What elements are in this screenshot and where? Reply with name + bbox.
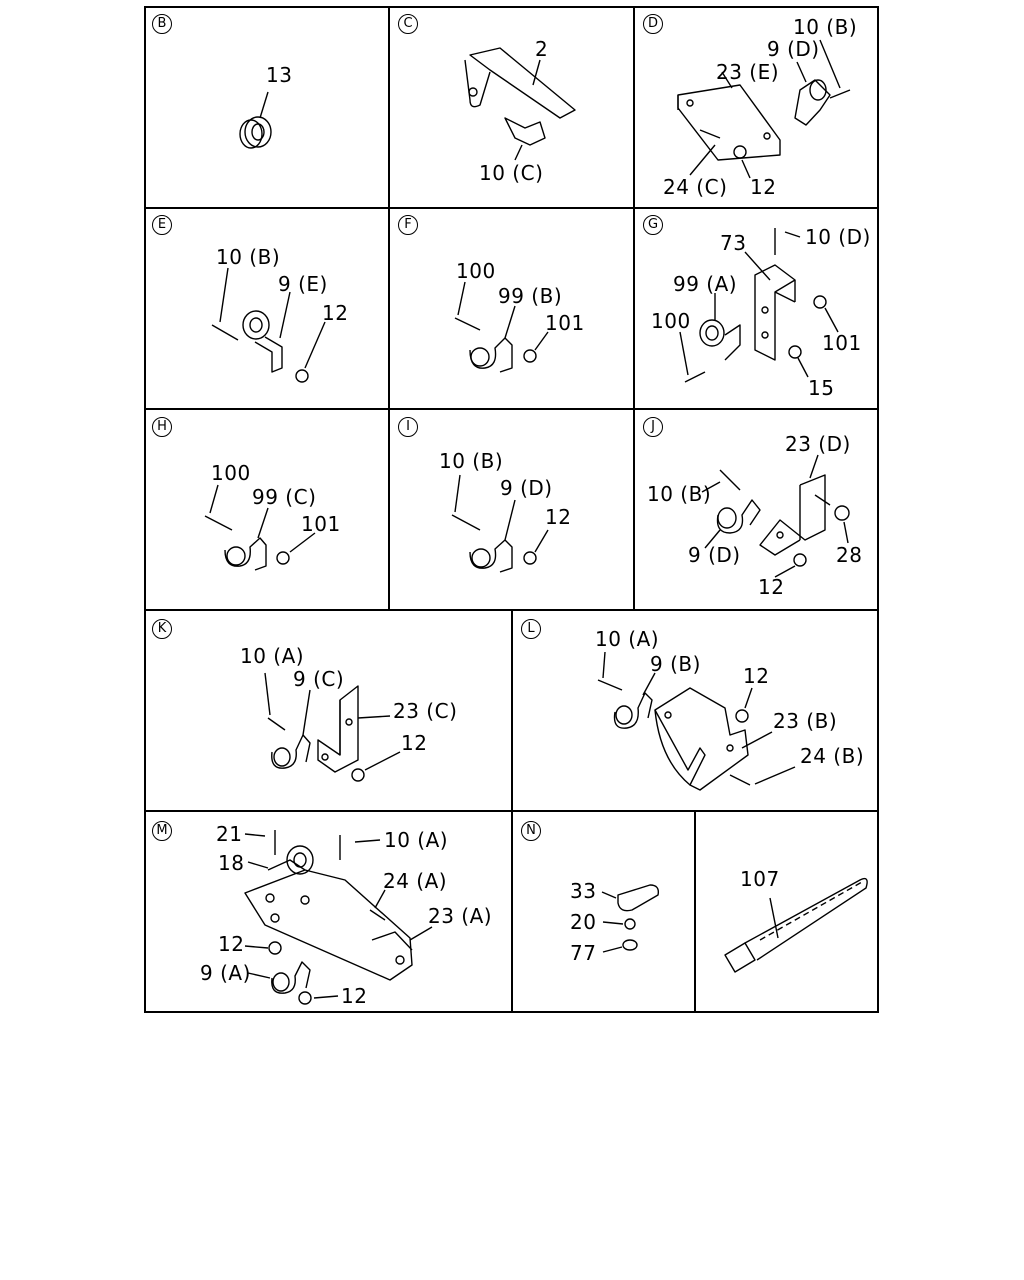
callout-label: 12 (341, 984, 368, 1008)
panel-letter-j: J (643, 417, 663, 437)
callout-label: 9 (C) (293, 667, 345, 691)
panel-letter-e: E (152, 215, 172, 235)
callout-label: 20 (570, 910, 597, 934)
panel-letter-l: L (521, 619, 541, 639)
panel-letter-n: N (521, 821, 541, 841)
callout-label: 23 (D) (785, 432, 851, 456)
callout-label: 10 (A) (240, 644, 305, 668)
callout-label: 10 (B) (216, 245, 281, 269)
callout-label: 12 (545, 505, 572, 529)
callout-label: 23 (C) (393, 699, 458, 723)
callout-label: 12 (401, 731, 428, 755)
callout-label: 100 (211, 461, 251, 485)
callout-label: 12 (750, 175, 777, 199)
callout-label: 28 (836, 543, 863, 567)
callout-label: 10 (B) (647, 482, 712, 506)
callout-label: 101 (545, 311, 585, 335)
callout-label: 33 (570, 879, 597, 903)
callout-label: 10 (C) (479, 161, 544, 185)
callout-label: 9 (A) (200, 961, 251, 985)
callout-label: 99 (A) (673, 272, 738, 296)
callout-label: 21 (216, 822, 243, 846)
callout-label: 23 (B) (773, 709, 838, 733)
callout-label: 12 (218, 932, 245, 956)
callout-label: 73 (720, 231, 747, 255)
callout-label: 107 (740, 867, 780, 891)
callout-label: 100 (651, 309, 691, 333)
callout-label: 9 (B) (650, 652, 701, 676)
panel-letter-c: C (398, 14, 418, 34)
panel-letter-k: K (152, 619, 172, 639)
callout-label: 18 (218, 851, 245, 875)
callout-label: 2 (535, 37, 549, 61)
callout-label: 9 (E) (278, 272, 328, 296)
callout-label: 24 (A) (383, 869, 448, 893)
panel-letter-m: M (152, 821, 172, 841)
callout-label: 9 (D) (688, 543, 741, 567)
callout-label: 10 (A) (595, 627, 660, 651)
callout-label: 10 (B) (439, 449, 504, 473)
callout-label: 24 (C) (663, 175, 728, 199)
callout-label: 23 (A) (428, 904, 493, 928)
callout-label: 12 (758, 575, 785, 599)
panel-letter-i: I (398, 417, 418, 437)
callout-label: 9 (D) (500, 476, 553, 500)
panel-letter-d: D (643, 14, 663, 34)
callout-label: 23 (E) (716, 60, 780, 84)
callout-label: 101 (822, 331, 862, 355)
callout-label: 9 (D) (767, 37, 820, 61)
callout-label: 100 (456, 259, 496, 283)
callout-label: 15 (808, 376, 835, 400)
callout-label: 12 (322, 301, 349, 325)
panel-letter-h: H (152, 417, 172, 437)
callout-label: 24 (B) (800, 744, 865, 768)
callout-label: 12 (743, 664, 770, 688)
callout-label: 99 (B) (498, 284, 563, 308)
callout-label: 10 (B) (793, 15, 858, 39)
panel-letter-f: F (398, 215, 418, 235)
callout-label: 13 (266, 63, 293, 87)
callout-label: 101 (301, 512, 341, 536)
panel-letter-b: B (152, 14, 172, 34)
panel-letter-g: G (643, 215, 663, 235)
callout-label: 77 (570, 941, 597, 965)
callout-label: 99 (C) (252, 485, 317, 509)
callout-label: 10 (D) (805, 225, 871, 249)
callout-label: 10 (A) (384, 828, 449, 852)
